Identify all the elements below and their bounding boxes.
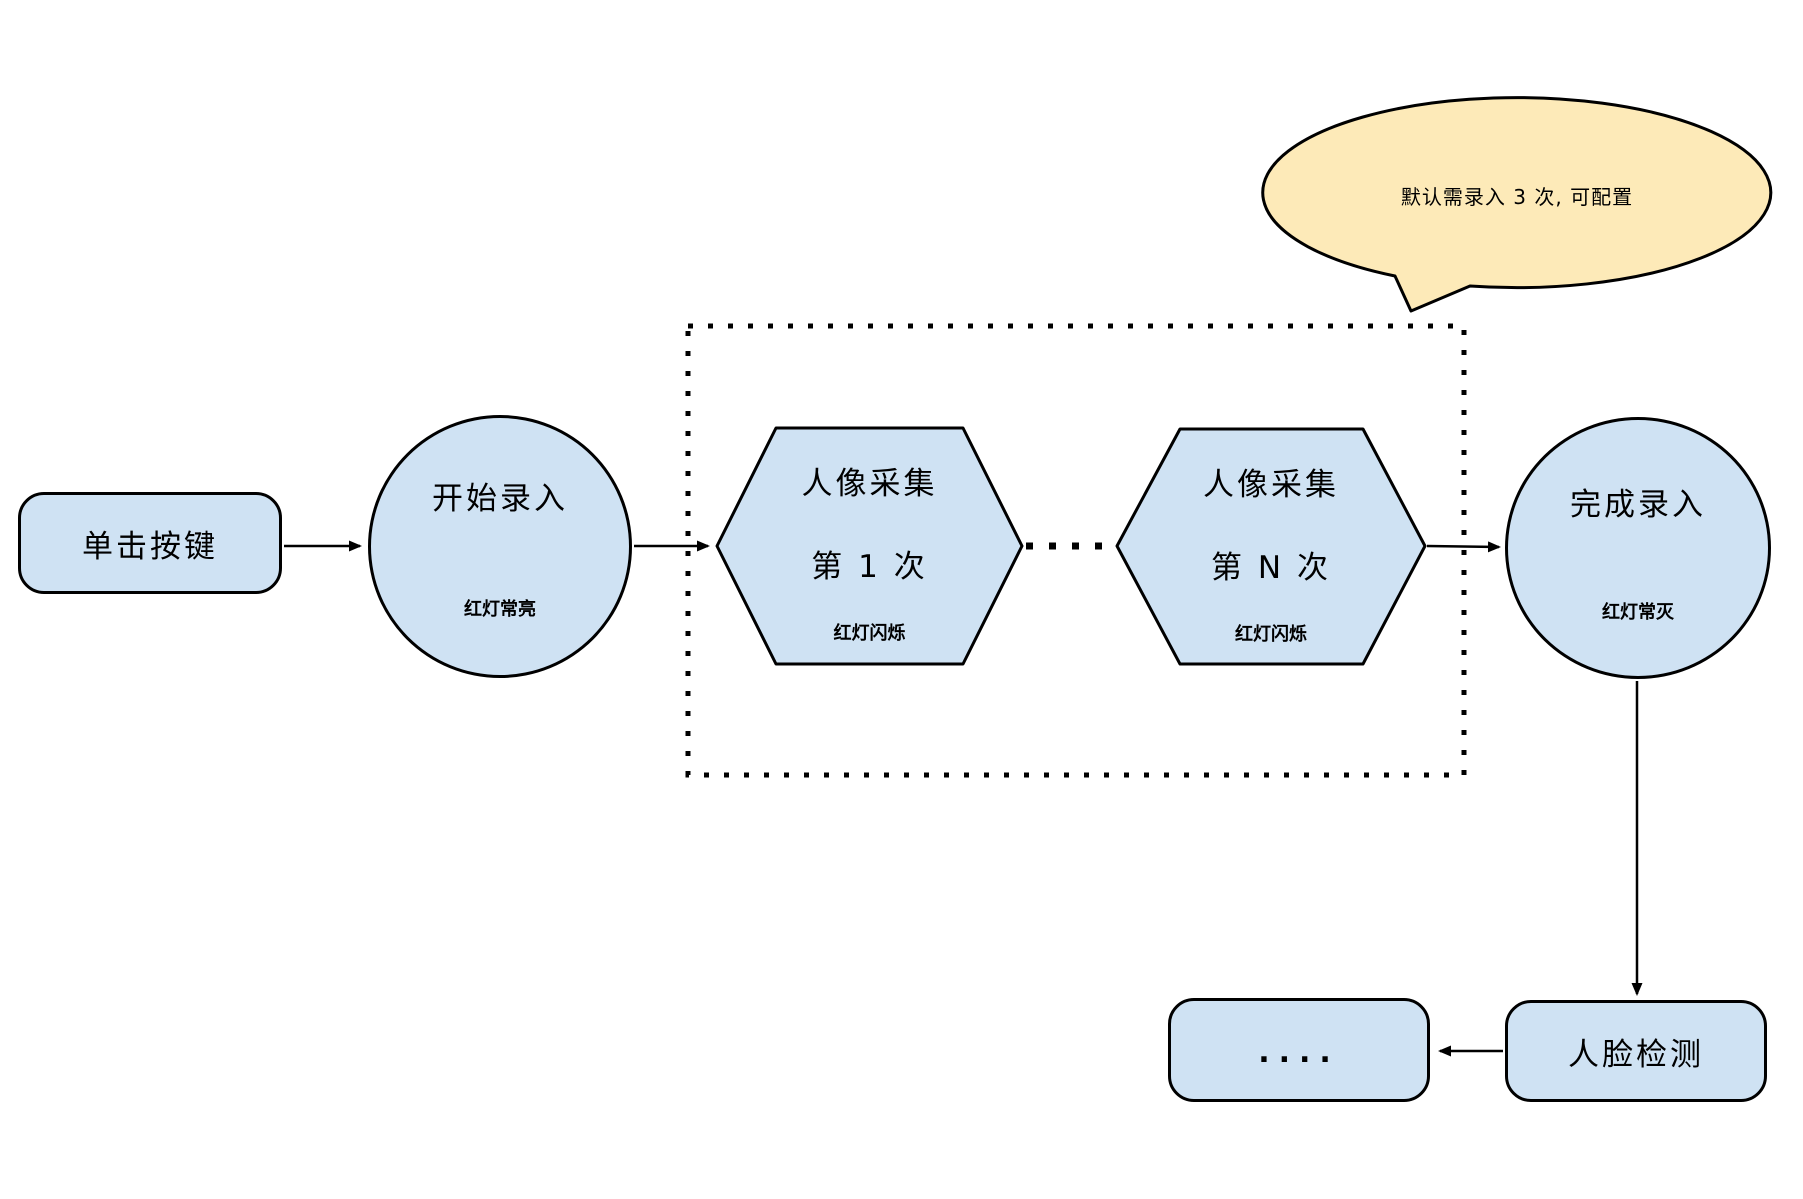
node-more-steps: .... [1168,998,1430,1102]
note-speech-bubble-shape [1261,96,1773,313]
node-face-detection-label: 人脸检测 [1568,1036,1704,1073]
node-more-steps-label: .... [1258,1034,1340,1070]
arrow-capture-nth-to-finish [1426,541,1501,553]
node-click-button: 单击按键 [18,492,282,594]
capture-nth-hexagon-shape [1115,427,1427,666]
capture-loop-dashed-border [685,323,1467,778]
capture-first-hexagon-shape [715,426,1024,666]
node-finish-entry [1505,417,1771,679]
node-start-entry [368,415,632,678]
node-face-detection: 人脸检测 [1505,1000,1767,1102]
node-click-button-label: 单击按键 [82,528,218,565]
